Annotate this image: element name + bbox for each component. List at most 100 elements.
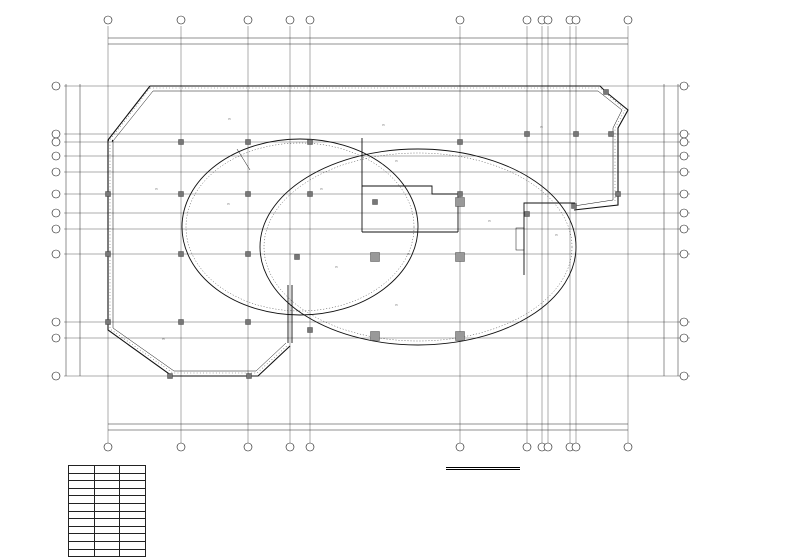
grid-bubble	[679, 333, 689, 343]
parameter-cell	[68, 548, 95, 558]
column	[455, 197, 465, 207]
grid-bubble	[679, 167, 689, 177]
svg-text:▭: ▭	[155, 187, 158, 191]
boundary-hatch	[109, 87, 626, 374]
parameter-row	[68, 495, 146, 504]
title-underline	[446, 467, 520, 468]
column	[105, 251, 111, 257]
column	[615, 191, 621, 197]
parameter-cell	[119, 518, 146, 527]
grid-bubble	[679, 151, 689, 161]
grid-bubble	[103, 442, 113, 452]
parameter-cell	[68, 540, 95, 550]
structural-columns	[105, 89, 621, 379]
column	[105, 319, 111, 325]
column	[457, 139, 463, 145]
slab-labels: ▭ ▭ ▭ ▭ ▭ ▭ ▭ ▭ ▭ ▭ ▭ ▭ ▭	[155, 117, 558, 341]
right-dimension-lines	[663, 84, 679, 376]
grid-bubble	[679, 249, 689, 259]
grid-bubble	[679, 317, 689, 327]
grid-bubble	[51, 151, 61, 161]
parameter-row	[68, 480, 146, 489]
parameter-cell	[93, 510, 121, 520]
svg-text:▭: ▭	[320, 187, 323, 191]
grid-bubble	[243, 442, 253, 452]
column	[245, 139, 251, 145]
svg-text:▭: ▭	[228, 117, 231, 121]
column	[307, 191, 313, 197]
grid-bubble	[679, 81, 689, 91]
column	[573, 131, 579, 137]
grid-bubble	[285, 15, 295, 25]
parameter-cell	[93, 487, 121, 497]
grid-bubble	[305, 15, 315, 25]
grid-bubble	[623, 15, 633, 25]
grid-bubble	[285, 442, 295, 452]
grid-bubble	[571, 442, 581, 452]
parameter-cell	[119, 510, 146, 520]
parameter-cell	[93, 533, 121, 542]
column	[455, 331, 465, 341]
column	[178, 251, 184, 257]
parameter-table	[68, 465, 146, 558]
parameter-row	[68, 533, 146, 542]
svg-text:▭: ▭	[555, 233, 558, 237]
grid-bubble	[176, 15, 186, 25]
grid-bubble	[571, 15, 581, 25]
parameter-cell	[93, 495, 121, 504]
column	[307, 139, 313, 145]
column	[455, 252, 465, 262]
parameter-row	[68, 518, 146, 527]
parameter-cell	[68, 495, 95, 504]
parameter-row	[68, 487, 146, 497]
svg-text:▭: ▭	[395, 303, 398, 307]
grid-bubble	[679, 189, 689, 199]
parameter-cell	[93, 480, 121, 489]
column	[457, 191, 463, 197]
svg-text:▭: ▭	[382, 123, 385, 127]
parameter-cell	[119, 480, 146, 489]
grid-bubble	[679, 371, 689, 381]
grid-bubble	[679, 208, 689, 218]
parameter-cell	[119, 533, 146, 542]
column	[245, 251, 251, 257]
parameter-cell	[119, 495, 146, 504]
column	[370, 331, 380, 341]
svg-text:▭: ▭	[407, 252, 410, 256]
parameter-cell	[68, 480, 95, 489]
parameter-cell	[93, 502, 121, 512]
column	[178, 191, 184, 197]
grid-bubble	[522, 442, 532, 452]
grid-axis-bubbles	[51, 15, 689, 452]
parameter-row	[68, 502, 146, 512]
parameter-row	[68, 510, 146, 520]
grid-bubble	[51, 167, 61, 177]
parameter-cell	[93, 518, 121, 527]
grid-bubble	[679, 129, 689, 139]
svg-text:▭: ▭	[335, 265, 338, 269]
parameter-cell	[68, 502, 95, 512]
grid-bubble	[522, 15, 532, 25]
svg-text:▭: ▭	[395, 159, 398, 163]
parameter-cell	[119, 487, 146, 497]
column	[178, 139, 184, 145]
parameter-row	[68, 525, 146, 535]
grid-bubble	[51, 249, 61, 259]
column	[571, 203, 577, 209]
parameter-cell	[68, 465, 95, 474]
grid-bubble	[679, 137, 689, 147]
grid-bubble	[51, 189, 61, 199]
parameter-cell	[119, 540, 146, 550]
parameter-cell	[68, 510, 95, 520]
grid-bubble	[455, 442, 465, 452]
parameter-cell	[93, 465, 121, 474]
column	[524, 131, 530, 137]
grid-bubble	[51, 317, 61, 327]
column	[603, 89, 609, 95]
parameter-cell	[68, 533, 95, 542]
svg-text:▭: ▭	[162, 337, 165, 341]
column	[246, 373, 252, 379]
grid-bubble	[543, 15, 553, 25]
grid-bubble	[176, 442, 186, 452]
